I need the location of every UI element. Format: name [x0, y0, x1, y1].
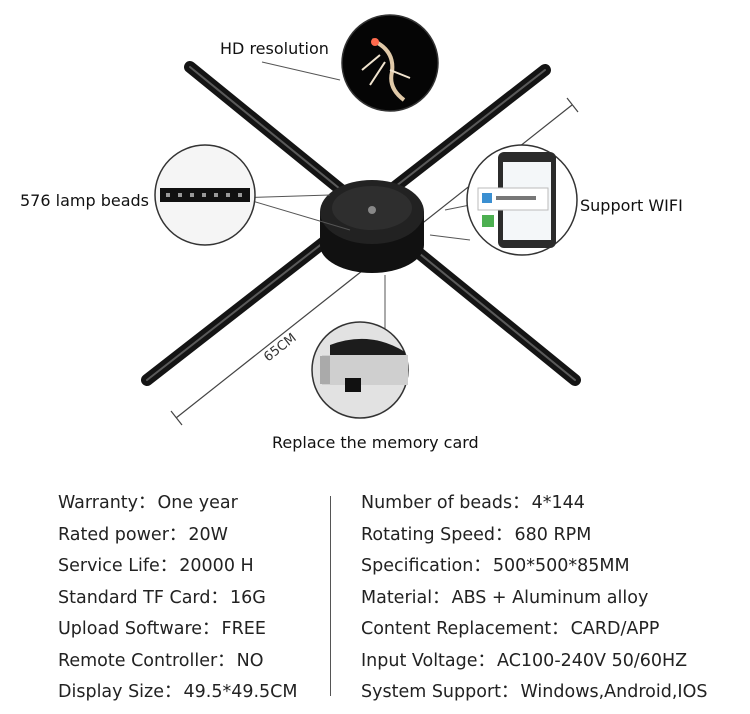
- spec-value: 49.5*49.5CM: [183, 682, 298, 702]
- spec-label: Warranty: [58, 493, 156, 513]
- spec-row: Number of beads4*144: [361, 488, 707, 520]
- spec-column-right: Number of beads4*144 Rotating Speed680 R…: [361, 488, 707, 709]
- spec-label: Standard TF Card: [58, 588, 228, 608]
- spec-label: System Support: [361, 682, 519, 702]
- spec-row: Rotating Speed680 RPM: [361, 520, 707, 552]
- spec-row: Remote ControllerNO: [58, 646, 298, 678]
- spec-value: 16G: [229, 587, 266, 608]
- hd-resolution-label: HD resolution: [220, 39, 329, 58]
- spec-label: Service Life: [58, 556, 177, 576]
- spec-value: AC100-240V 50/60HZ: [497, 650, 688, 671]
- spec-row: MaterialABS + Aluminum alloy: [361, 583, 707, 615]
- spec-row: Content ReplacementCARD/APP: [361, 614, 707, 646]
- spec-label: Input Voltage: [361, 651, 495, 671]
- spec-row: WarrantyOne year: [58, 488, 298, 520]
- spec-column-left: WarrantyOne year Rated power20W Service …: [58, 488, 298, 709]
- spec-row: Standard TF Card16G: [58, 583, 298, 615]
- spec-row: Rated power20W: [58, 520, 298, 552]
- spec-row: Specification500*500*85MM: [361, 551, 707, 583]
- spec-label: Specification: [361, 556, 491, 576]
- spec-row: Input VoltageAC100-240V 50/60HZ: [361, 646, 707, 678]
- spec-value: NO: [236, 650, 264, 671]
- spec-value: 20000 H: [179, 556, 254, 576]
- spec-label: Remote Controller: [58, 651, 235, 671]
- spec-label: Rotating Speed: [361, 525, 513, 545]
- spec-value: 20W: [188, 524, 228, 545]
- spec-label: Material: [361, 588, 450, 608]
- spec-row: Service Life20000 H: [58, 551, 298, 583]
- memory-card-inset: [311, 321, 409, 419]
- spec-row: System SupportWindows,Android,IOS: [361, 677, 707, 709]
- spec-label: Rated power: [58, 525, 186, 545]
- hd-resolution-inset: [341, 14, 439, 112]
- spec-label: Content Replacement: [361, 619, 569, 639]
- spec-label: Upload Software: [58, 619, 220, 639]
- spec-value: FREE: [221, 619, 266, 639]
- spec-value: CARD/APP: [570, 619, 660, 639]
- spec-label: Number of beads: [361, 493, 530, 513]
- spec-value: 680 RPM: [514, 524, 592, 545]
- fan-hub: [320, 180, 424, 273]
- spec-value: One year: [157, 493, 238, 513]
- spec-value: 4*144: [531, 493, 585, 513]
- spec-table: WarrantyOne year Rated power20W Service …: [0, 488, 750, 708]
- lamp-beads-label: 576 lamp beads: [20, 191, 149, 210]
- column-divider: [330, 496, 331, 696]
- replace-memory-card-label: Replace the memory card: [272, 433, 479, 452]
- spec-value: Windows,Android,IOS: [520, 682, 708, 702]
- spec-value: ABS + Aluminum alloy: [451, 587, 649, 608]
- lamp-beads-inset: [154, 144, 256, 246]
- spec-row: Display Size49.5*49.5CM: [58, 677, 298, 709]
- spec-label: Display Size: [58, 682, 182, 702]
- spec-value: 500*500*85MM: [492, 556, 630, 576]
- support-wifi-label: Support WIFI: [580, 196, 683, 215]
- product-figure: 65CM: [20, 14, 683, 452]
- spec-row: Upload SoftwareFREE: [58, 614, 298, 646]
- hologram-fan-illustration: 65CM: [141, 14, 581, 426]
- wifi-inset: [466, 144, 578, 256]
